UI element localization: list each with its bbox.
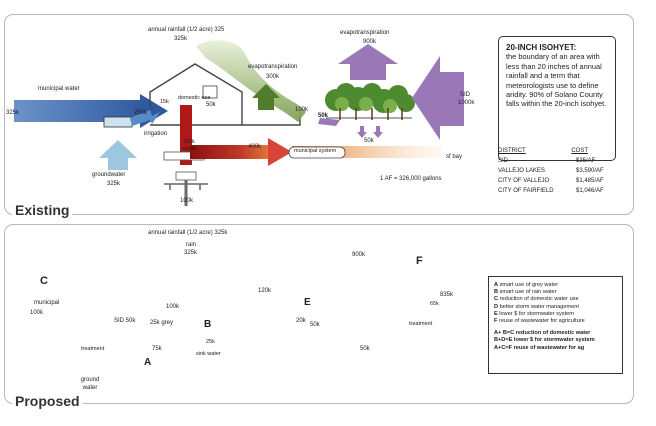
- label-250k: 250k: [134, 110, 148, 116]
- label-sf-bay: sf bay: [446, 154, 463, 160]
- label-sid: SID: [460, 92, 471, 98]
- label-400k: 400k: [248, 144, 262, 150]
- label-rain-325k-p: 325k: [184, 250, 198, 256]
- cost-district: VALLEJO LAKES: [498, 168, 545, 174]
- cost-district: SID: [498, 158, 509, 164]
- label-20k: 20k: [296, 318, 306, 324]
- label-50k-house: 50k: [206, 102, 216, 108]
- label-A: A: [144, 357, 152, 368]
- legend-summary: B+D=E lower $ for stormwater system: [494, 337, 595, 344]
- label-50k-bold: 50k: [318, 113, 329, 119]
- label-sid-val: 1000k: [458, 100, 475, 106]
- label-D: D: [257, 334, 265, 345]
- existing-evapo-900k-arrow: [338, 44, 398, 80]
- cost-header-cost: COST: [571, 148, 588, 154]
- existing-waste-pipe: [163, 105, 208, 206]
- isohyet-definition-box: 20-INCH ISOHYET: the boundary of an area…: [498, 36, 616, 161]
- cost-value: $3,590/AF: [576, 168, 604, 174]
- label-25k: 25k: [206, 339, 215, 345]
- label-proposed-rain: annual rainfall (1/2 acre) 325k: [148, 230, 228, 236]
- label-ground-water: ground water: [80, 377, 100, 391]
- existing-orchard: [325, 83, 415, 138]
- label-groundwater-325k: 325k: [107, 181, 121, 187]
- existing-evapo-300k-arrow: [252, 84, 280, 110]
- label-100k-mid: 100k: [295, 107, 309, 113]
- label-100k-house: 100k: [166, 304, 180, 310]
- label-F: F: [416, 255, 423, 267]
- cost-value: $1,046/AF: [576, 188, 604, 194]
- label-evapo2: evapotranspiration: [340, 30, 390, 36]
- label-evapo2-val: 900k: [363, 39, 377, 45]
- label-grey: 25k grey: [150, 320, 174, 326]
- label-100k-down: 100k: [180, 198, 194, 204]
- label-irrigation: irrigation: [144, 131, 168, 137]
- legend-item: B smart use of rain water: [494, 289, 557, 296]
- label-15k: 15k: [160, 99, 169, 105]
- existing-sid-pipe: [318, 118, 340, 126]
- label-evapo1-val: 300k: [266, 74, 280, 80]
- label-65k: 65k: [430, 301, 439, 307]
- legend-item: E lower $ for stormwater system: [494, 310, 574, 317]
- label-50k-pond: 50k: [310, 322, 320, 328]
- existing-waste-arrow: [190, 138, 292, 166]
- existing-municipal-system-box: [288, 146, 346, 159]
- cost-table-header: DISTRICT COST: [498, 146, 618, 156]
- cost-value: $35/AF: [576, 158, 596, 164]
- label-rain-325k: 325k: [174, 36, 188, 42]
- label-835k: 835k: [440, 292, 454, 298]
- label-treatment-left: treatment: [81, 346, 105, 352]
- table-row: CITY OF FAIRFIELD $1,046/AF: [498, 186, 618, 196]
- label-C: C: [40, 275, 48, 287]
- label-municipal-water: municipal water: [38, 86, 80, 92]
- proposed-panel-label: Proposed: [12, 394, 83, 408]
- legend-item: A smart use of grey water: [494, 282, 559, 288]
- label-sink-water: sink water: [196, 351, 221, 357]
- label-50k-bottom-p: 50k: [360, 346, 370, 352]
- table-row: SID $35/AF: [498, 156, 618, 166]
- existing-panel-label: Existing: [12, 203, 73, 217]
- label-municipal: municipal: [34, 300, 60, 306]
- label-evapo1: evapotranspiration: [248, 64, 298, 70]
- label-sid-50k: SID 50k: [114, 318, 136, 324]
- cost-value: $1,485/AF: [576, 178, 604, 184]
- label-municipal-system: municipal system: [294, 148, 337, 154]
- cost-header-district: DISTRICT: [498, 148, 526, 154]
- existing-groundwater-arrow: [99, 140, 137, 170]
- label-rain-word: rain: [186, 242, 197, 248]
- label-rain: annual rainfall (1/2 acre) 325: [148, 27, 225, 33]
- existing-irrigation-box: [103, 116, 133, 128]
- label-municipal-100k: 100k: [30, 310, 44, 316]
- table-row: VALLEJO LAKES $3,590/AF: [498, 166, 618, 176]
- existing-rain-plume: [196, 40, 306, 122]
- label-treatment-right: treatment: [409, 321, 433, 327]
- cost-district: CITY OF VALLEJO: [498, 178, 550, 184]
- legend-summary: A+ B=C reduction of domestic water: [494, 330, 591, 337]
- label-100k-waste: 100k: [183, 139, 195, 145]
- label-325k-left: 325k: [6, 110, 20, 116]
- label-B: B: [204, 319, 212, 330]
- label-E: E: [304, 297, 311, 308]
- legend-item: D better storm water management: [494, 303, 579, 310]
- label-900k: 900k: [352, 252, 366, 258]
- legend-item: C reduction of domestic water use: [494, 296, 579, 303]
- label-af-note: 1 AF = 326,000 gallons: [380, 176, 442, 182]
- cost-table: DISTRICT COST SID $35/AF VALLEJO LAKES $…: [498, 146, 618, 196]
- cost-district: CITY OF FAIRFIELD: [498, 188, 554, 194]
- isohyet-title: 20-INCH ISOHYET:: [506, 43, 577, 52]
- proposed-legend: A smart use of grey water B smart use of…: [488, 276, 623, 374]
- label-75k: 75k: [152, 346, 162, 352]
- table-row: CITY OF VALLEJO $1,485/AF: [498, 176, 618, 186]
- legend-summary: A+C=F reuse of wastewater for ag: [494, 344, 585, 351]
- label-waste: waste: [182, 146, 197, 152]
- label-50k-bottom: 50k: [364, 138, 374, 144]
- label-domestic-use: domestic use: [178, 95, 211, 101]
- label-groundwater: groundwater: [92, 172, 126, 178]
- existing-250k-arrow: [130, 110, 160, 126]
- label-120k: 120k: [258, 288, 272, 294]
- existing-sid-arrow: [412, 56, 464, 140]
- legend-item: F reuse of wastewater for agriculture: [494, 318, 585, 325]
- isohyet-body: the boundary of an area with less than 2…: [506, 52, 607, 109]
